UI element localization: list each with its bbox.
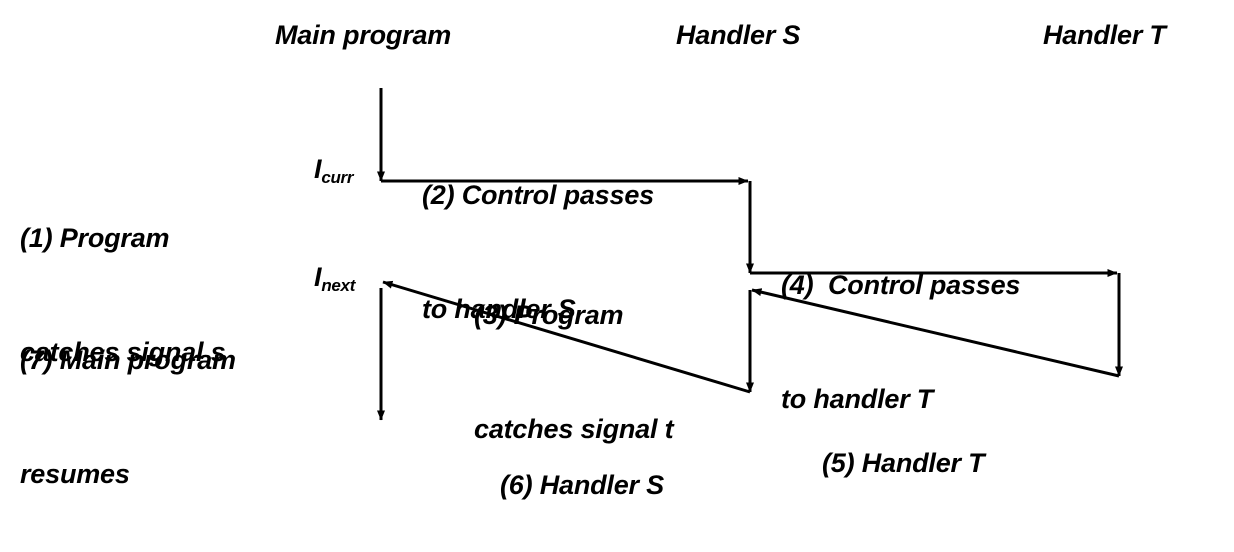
column-heading-handler-s: Handler S xyxy=(676,20,801,50)
instruction-marker-icurr: Icurr xyxy=(314,154,353,188)
column-heading-handler-t: Handler T xyxy=(1043,20,1166,50)
instruction-marker-inext-base: I xyxy=(314,262,322,292)
column-heading-main-program: Main program xyxy=(275,20,452,50)
step-4-annotation: (4) Control passes to handler T xyxy=(781,190,1020,494)
step-1-annotation: (1) Program catches signal s xyxy=(20,143,226,447)
step-3-line-2: catches signal t xyxy=(474,414,674,444)
step-2-line-1: (2) Control passes xyxy=(422,180,654,210)
step-7-line-2: resumes xyxy=(20,459,130,489)
instruction-marker-icurr-subscript: curr xyxy=(321,168,354,187)
step-5-line-1: (5) Handler T xyxy=(822,448,985,478)
step-3-annotation: (3) Program catches signal t xyxy=(474,220,674,524)
step-1-line-2: catches signal s xyxy=(20,337,226,367)
step-7-annotation: (7) Main program resumes xyxy=(20,265,236,552)
step-4-line-2: to handler T xyxy=(781,384,934,414)
step-2-annotation: (2) Control passes to handler S xyxy=(422,100,654,404)
step-3-line-1: (3) Program xyxy=(474,300,624,330)
step-4-line-1: (4) Control passes xyxy=(781,270,1021,300)
step-7-line-1: (7) Main program xyxy=(20,345,236,375)
instruction-marker-inext: Inext xyxy=(314,262,355,296)
step-2-line-2: to handler S xyxy=(422,294,576,324)
instruction-marker-inext-subscript: next xyxy=(321,276,356,295)
step-6-line-1: (6) Handler S xyxy=(500,470,664,500)
instruction-marker-icurr-base: I xyxy=(314,154,322,184)
arrow-handler-t-returns-to-s xyxy=(751,288,1120,378)
step-6-annotation: (6) Handler S returns to main program xyxy=(500,390,664,552)
arrow-handler-s-returns-to-main xyxy=(382,280,751,394)
step-5-annotation: (5) Handler T returns to handler S xyxy=(822,368,985,552)
step-1-line-1: (1) Program xyxy=(20,223,170,253)
